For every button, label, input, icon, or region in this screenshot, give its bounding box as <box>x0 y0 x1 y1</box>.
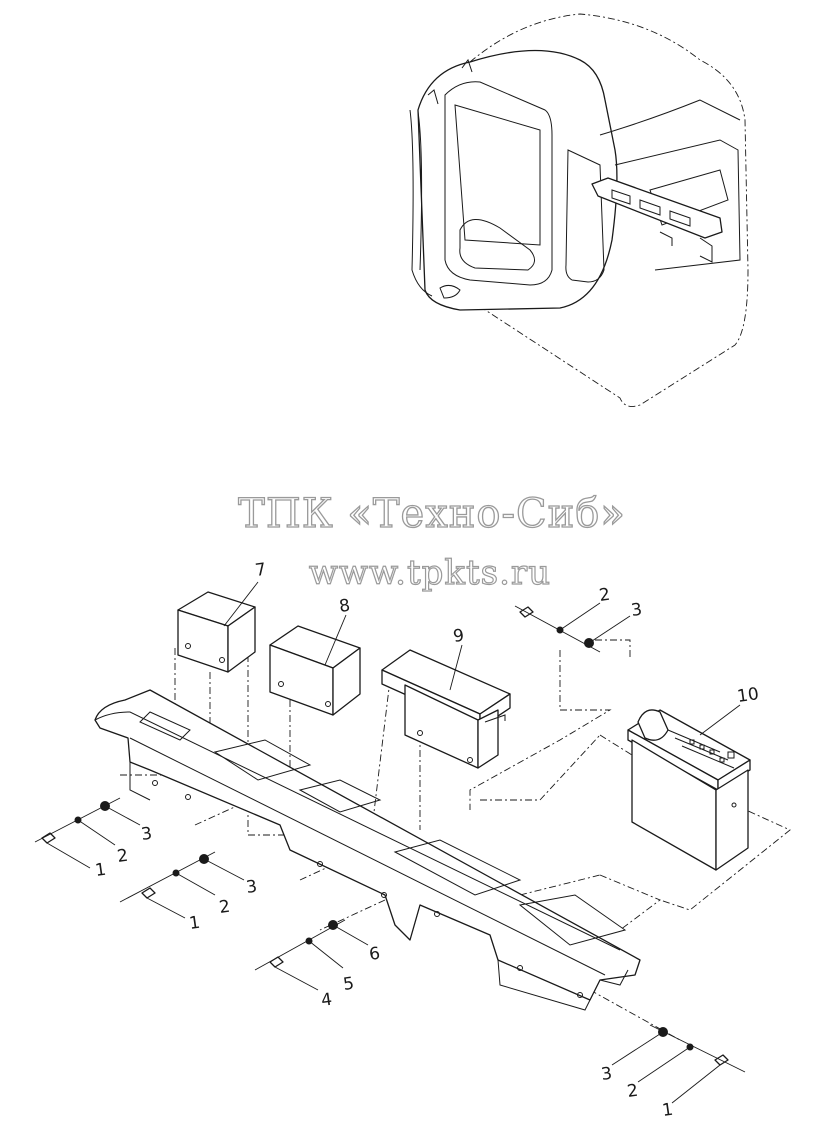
cab-outline <box>409 13 749 407</box>
label-2: 2 <box>218 897 232 918</box>
label-5: 5 <box>342 974 356 995</box>
label-3: 3 <box>140 824 154 845</box>
part-7-box <box>177 591 256 673</box>
fasteners <box>34 605 746 1073</box>
label-1: 1 <box>188 913 202 934</box>
part-10-controller <box>627 709 751 871</box>
label-9: 9 <box>452 626 466 647</box>
label-7: 7 <box>254 560 268 581</box>
part-9-box <box>381 649 511 769</box>
label-4: 4 <box>320 990 334 1011</box>
label-1: 1 <box>94 860 108 881</box>
label-3: 3 <box>600 1064 614 1085</box>
leader-lines <box>46 581 741 1104</box>
watermark-title: ТПК «Техно-Сиб» <box>238 491 626 537</box>
label-6: 6 <box>368 944 382 965</box>
label-2: 2 <box>598 585 612 606</box>
label-8: 8 <box>338 596 352 617</box>
label-3: 3 <box>630 600 644 621</box>
label-2: 2 <box>626 1081 640 1102</box>
mounting-bracket <box>94 689 641 1011</box>
label-1: 1 <box>661 1100 675 1121</box>
label-3: 3 <box>245 877 259 898</box>
part-labels: 1 2 3 1 2 3 4 5 6 7 8 9 10 2 3 1 2 3 <box>94 560 760 1121</box>
part-8-box <box>269 625 361 716</box>
watermark-url: www.tpkts.ru <box>309 553 551 593</box>
label-2: 2 <box>116 846 130 867</box>
label-10: 10 <box>736 684 760 707</box>
